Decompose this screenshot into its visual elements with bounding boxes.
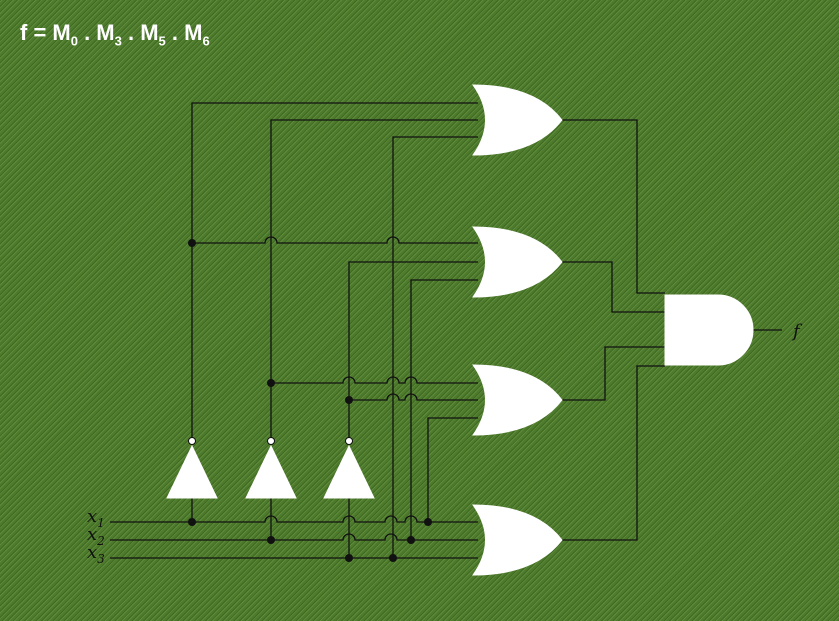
not-gate-x3 — [323, 444, 375, 499]
title-sub-2: 5 — [158, 33, 166, 49]
junction-dot — [267, 536, 275, 544]
function-title: f = M0 . M3 . M5 . M6 — [20, 20, 210, 48]
input-label-x2: x2 — [87, 524, 105, 548]
x1-not-rail — [191, 102, 478, 440]
x2-not-rail — [270, 119, 478, 440]
output-label-f: f — [791, 321, 803, 342]
junction-dot — [345, 554, 353, 562]
junction-dot — [389, 554, 397, 562]
or2-out — [560, 261, 665, 313]
or-gate-3 — [472, 364, 563, 436]
not-gate-x1 — [166, 444, 218, 499]
not-bubble-x3 — [345, 437, 353, 445]
or3-out — [560, 346, 665, 401]
or-gate-4 — [472, 504, 563, 576]
input-line-x1 — [110, 515, 478, 523]
x2-rail — [410, 279, 478, 540]
input-label-x1: x1 — [87, 506, 105, 530]
title-sep-1: . M — [121, 20, 159, 45]
junction-dot — [267, 379, 275, 387]
or-gate-1 — [472, 84, 563, 156]
x1-rail — [427, 417, 478, 522]
title-sub-1: 3 — [114, 33, 122, 49]
input-line-x2 — [110, 533, 478, 541]
title-sub-0: 0 — [70, 33, 78, 49]
gate3-in-a — [271, 376, 478, 384]
gate3-in-b — [349, 393, 478, 401]
not-bubble-x2 — [267, 437, 275, 445]
or-gate-2 — [472, 226, 563, 298]
not-gate-x2 — [245, 444, 297, 499]
input-label-x3: x3 — [87, 542, 105, 566]
junction-dot — [345, 396, 353, 404]
not-bubble-x1 — [188, 437, 196, 445]
junction-dot — [424, 518, 432, 526]
junction-dot — [407, 536, 415, 544]
title-prefix: f = M — [20, 20, 71, 45]
title-sep-2: . M — [165, 20, 203, 45]
or4-out — [560, 365, 665, 541]
title-sub-3: 6 — [202, 33, 210, 49]
junction-dot — [188, 518, 196, 526]
gate2-in-a — [192, 236, 478, 244]
junction-dot — [188, 239, 196, 247]
x3-rail — [392, 136, 478, 558]
title-sep-0: . M — [77, 20, 115, 45]
or1-out — [560, 119, 665, 294]
x3-not-rail — [348, 261, 478, 440]
and-gate — [664, 294, 754, 366]
